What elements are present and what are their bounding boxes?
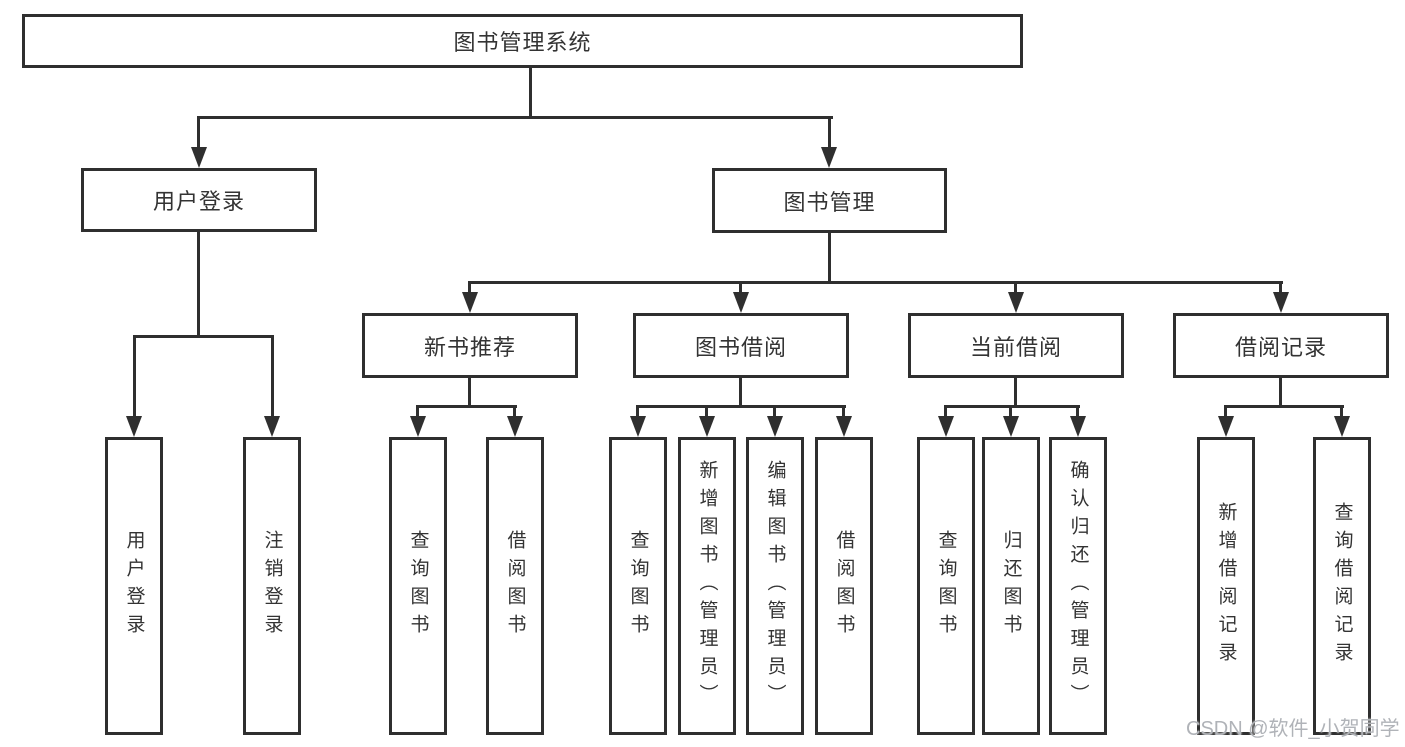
arrow-bb-borrow <box>836 416 852 437</box>
node-current-borrow: 当前借阅 <box>908 313 1124 378</box>
node-bb-edit-label: 编辑图书（管理员） <box>764 460 786 712</box>
node-bb-add-label: 新增图书（管理员） <box>696 460 718 712</box>
node-borrow-record-label: 借阅记录 <box>1234 334 1327 360</box>
node-bb-add: 新增图书（管理员） <box>678 437 736 735</box>
edge-borrow-record-stub <box>1279 281 1282 297</box>
edge-borrow-record-drop <box>1279 378 1282 407</box>
edge-bb-query-stub <box>636 405 639 419</box>
arrow-book-borrow <box>733 292 749 313</box>
edge-user-login-drop <box>197 231 200 338</box>
node-book-borrow: 图书借阅 <box>633 313 849 378</box>
edge-bb-edit-stub <box>773 405 776 419</box>
arrow-book-mgmt <box>821 147 837 168</box>
arrow-bb-edit <box>767 416 783 437</box>
edge-level2-bus <box>197 116 833 119</box>
edge-book-mgmt-stub <box>828 116 831 152</box>
node-cb-confirm-label: 确认归还（管理员） <box>1067 460 1089 712</box>
arrow-bb-query <box>630 416 646 437</box>
arrow-br-add <box>1218 416 1234 437</box>
node-book-mgmt: 图书管理 <box>712 168 947 233</box>
edge-nb-query-stub <box>416 405 419 419</box>
node-borrow-record: 借阅记录 <box>1173 313 1389 378</box>
node-br-add: 新增借阅记录 <box>1197 437 1255 735</box>
node-book-mgmt-label: 图书管理 <box>783 189 876 215</box>
arrow-nb-query <box>410 416 426 437</box>
edge-user-login-bus <box>133 335 274 338</box>
edge-ul-logout-stub <box>271 335 274 417</box>
node-user-login: 用户登录 <box>81 168 317 232</box>
node-br-query: 查询借阅记录 <box>1313 437 1371 735</box>
node-bb-borrow: 借阅图书 <box>815 437 873 735</box>
edge-borrow-record-bus <box>1224 405 1344 408</box>
edge-br-add-stub <box>1224 405 1227 419</box>
edge-current-borrow-bus <box>944 405 1080 408</box>
node-bb-query-label: 查询图书 <box>627 530 649 642</box>
node-bb-edit: 编辑图书（管理员） <box>746 437 804 735</box>
edge-new-book-rec-stub <box>468 281 471 297</box>
edge-bb-add-stub <box>705 405 708 419</box>
arrow-user-login <box>191 147 207 168</box>
arrow-cb-confirm <box>1070 416 1086 437</box>
node-nb-borrow: 借阅图书 <box>486 437 544 735</box>
edge-ul-login-stub <box>133 335 136 417</box>
edge-bb-borrow-stub <box>842 405 845 419</box>
edge-current-borrow-drop <box>1014 378 1017 407</box>
arrow-cb-return <box>1003 416 1019 437</box>
node-bb-borrow-label: 借阅图书 <box>833 530 855 642</box>
arrow-cb-query <box>938 416 954 437</box>
node-cb-query-label: 查询图书 <box>935 530 957 642</box>
arrow-nb-borrow <box>507 416 523 437</box>
arrow-ul-logout <box>264 416 280 437</box>
node-root-label: 图书管理系统 <box>453 30 592 55</box>
node-nb-query: 查询图书 <box>389 437 447 735</box>
node-cb-query: 查询图书 <box>917 437 975 735</box>
node-br-query-label: 查询借阅记录 <box>1331 502 1353 670</box>
edge-cb-return-stub <box>1009 405 1012 419</box>
edge-cb-confirm-stub <box>1076 405 1079 419</box>
node-root: 图书管理系统 <box>22 14 1023 68</box>
edge-book-mgmt-drop <box>828 233 831 281</box>
node-ul-login-label: 用户登录 <box>123 530 145 642</box>
edge-level3-bus <box>469 281 1283 284</box>
node-ul-logout-label: 注销登录 <box>261 530 283 642</box>
node-ul-login: 用户登录 <box>105 437 163 735</box>
node-book-borrow-label: 图书借阅 <box>694 334 787 360</box>
node-new-book-rec-label: 新书推荐 <box>423 334 516 360</box>
edge-book-borrow-stub <box>739 281 742 297</box>
watermark: CSDN @软件_小贺同学 <box>1186 718 1400 740</box>
edge-new-book-rec-bus <box>417 405 517 408</box>
node-cb-return-label: 归还图书 <box>1000 530 1022 642</box>
edge-book-borrow-drop <box>739 378 742 407</box>
node-nb-query-label: 查询图书 <box>407 530 429 642</box>
node-cb-return: 归还图书 <box>982 437 1040 735</box>
node-user-login-label: 用户登录 <box>152 189 245 214</box>
arrow-new-book-rec <box>462 292 478 313</box>
arrow-bb-add <box>699 416 715 437</box>
edge-nb-borrow-stub <box>513 405 516 419</box>
arrow-br-query <box>1334 416 1350 437</box>
edge-cb-query-stub <box>944 405 947 419</box>
edge-user-login-stub <box>197 116 200 152</box>
node-nb-borrow-label: 借阅图书 <box>504 530 526 642</box>
edge-root-drop <box>529 66 532 119</box>
arrow-ul-login <box>126 416 142 437</box>
node-bb-query: 查询图书 <box>609 437 667 735</box>
node-new-book-rec: 新书推荐 <box>362 313 578 378</box>
arrow-borrow-record <box>1273 292 1289 313</box>
node-current-borrow-label: 当前借阅 <box>969 334 1062 360</box>
edge-book-borrow-bus <box>636 405 846 408</box>
edge-current-borrow-stub <box>1014 281 1017 297</box>
node-cb-confirm: 确认归还（管理员） <box>1049 437 1107 735</box>
node-ul-logout: 注销登录 <box>243 437 301 735</box>
node-br-add-label: 新增借阅记录 <box>1215 502 1237 670</box>
edge-br-query-stub <box>1340 405 1343 419</box>
edge-new-book-rec-drop <box>468 378 471 407</box>
arrow-current-borrow <box>1008 292 1024 313</box>
